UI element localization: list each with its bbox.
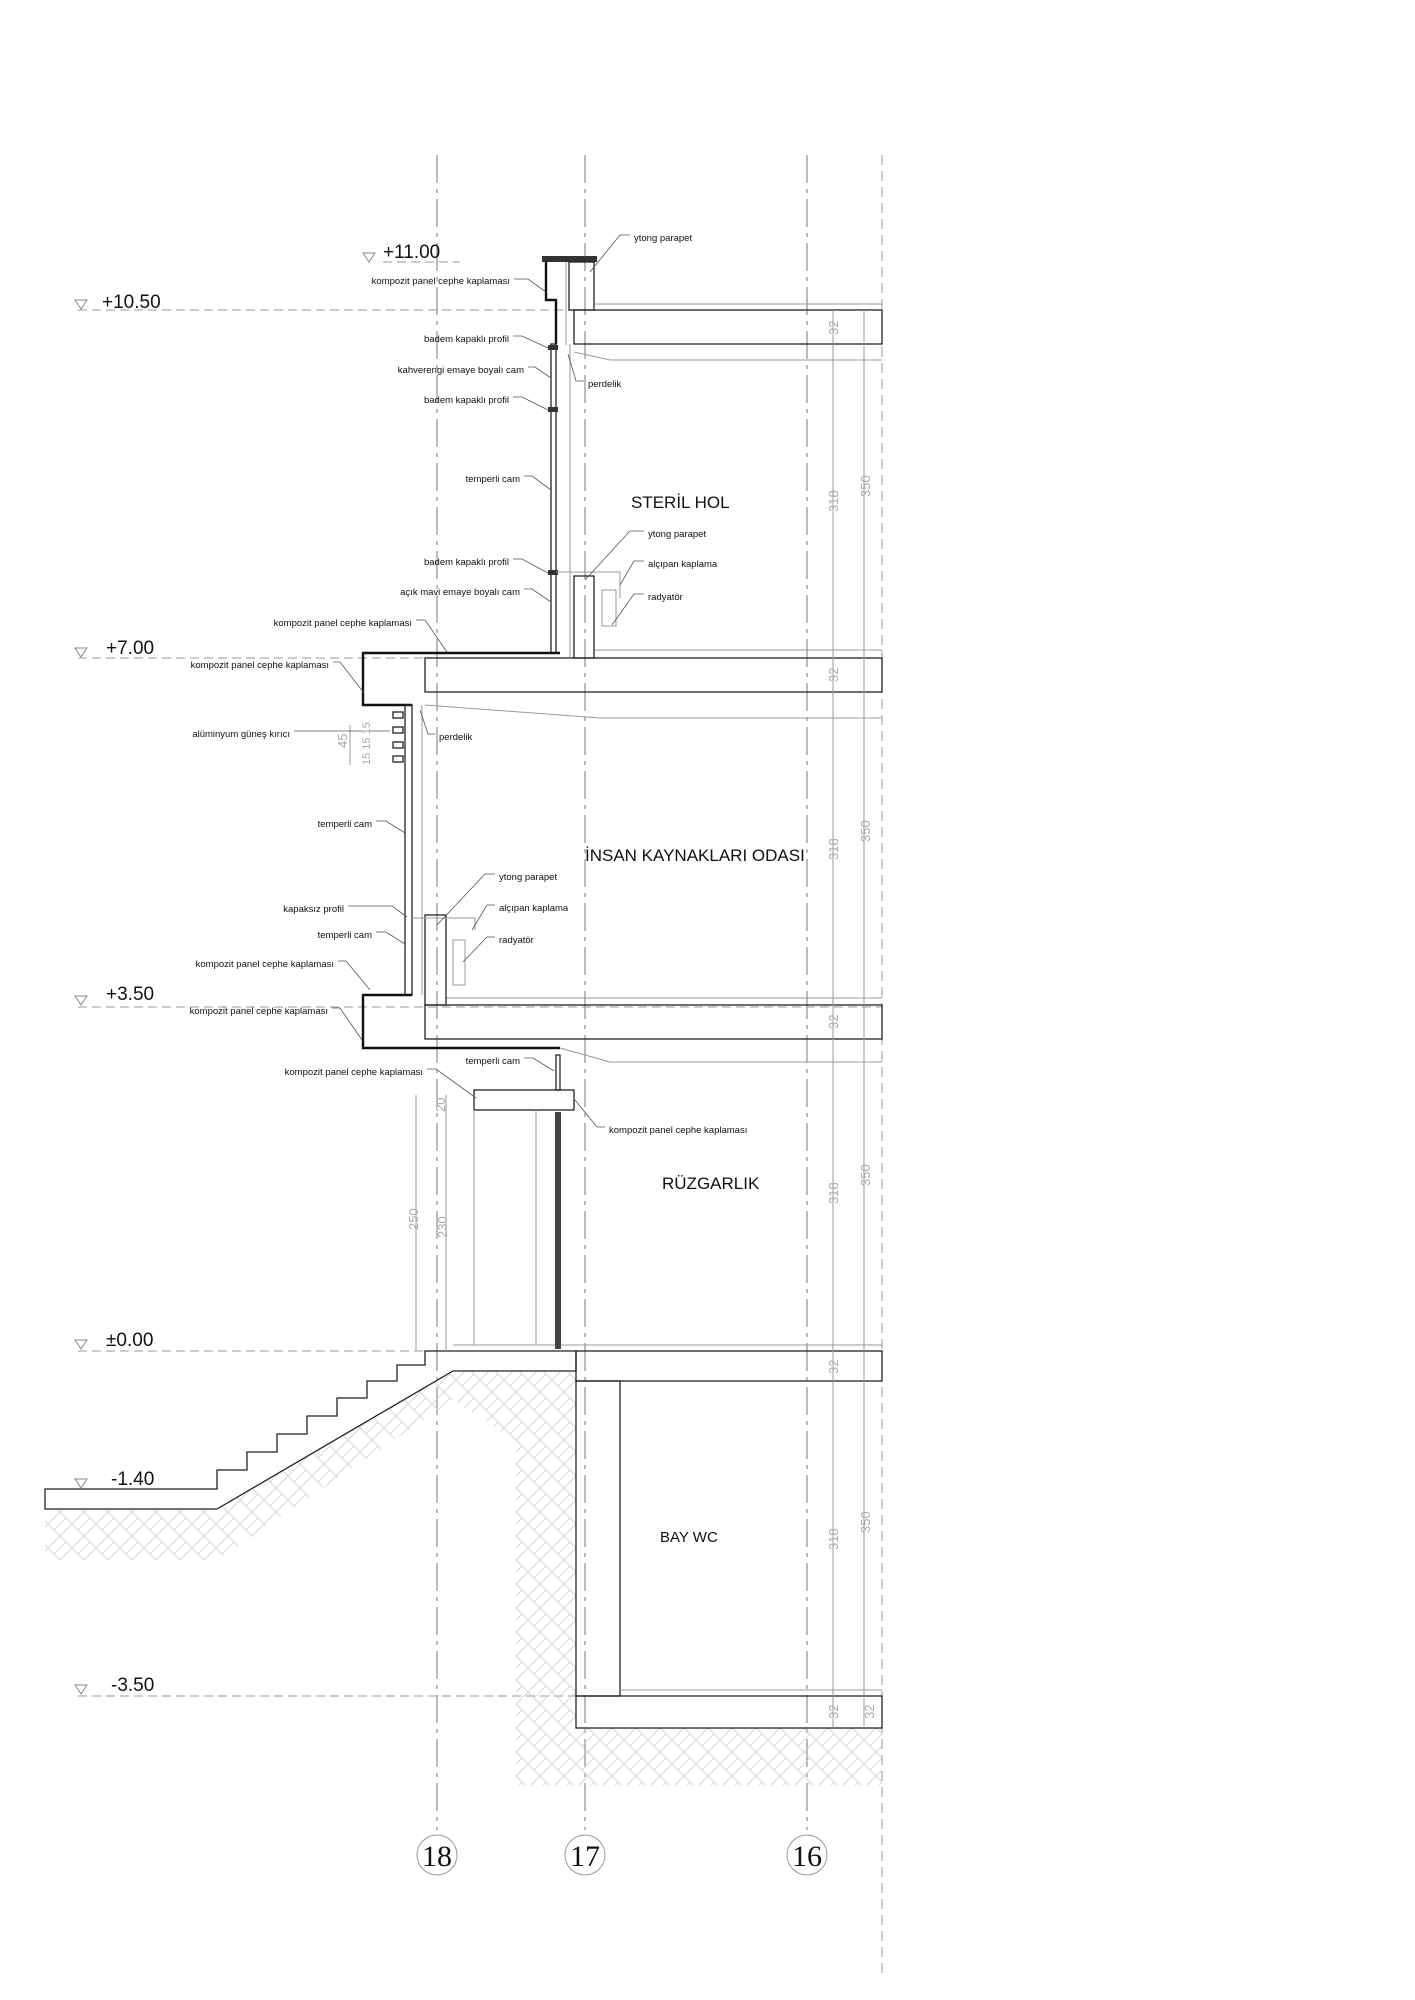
label-temperli-cam: temperli cam <box>318 930 372 941</box>
level-triangle-icon <box>74 299 88 310</box>
level-triangle-icon <box>74 1339 88 1350</box>
dim-canopy: 20 <box>433 1098 448 1112</box>
level-triangle-icon <box>74 1684 88 1695</box>
label-kahverengi-cam: kahverengi emaye boyalı cam <box>398 365 524 376</box>
dimension-texts: 32 32 32 32 32 32 318 350 318 350 318 35… <box>335 321 877 1719</box>
level-label-m140: -1.40 <box>111 1469 154 1490</box>
dim-slab: 32 <box>826 1015 841 1029</box>
dim-clear-height: 318 <box>826 1528 841 1550</box>
label-alcipan: alçıpan kaplama <box>499 903 569 914</box>
room-names: STERİL HOL İNSAN KAYNAKLARI ODASI RÜZGAR… <box>585 493 805 1546</box>
dim-floor-height: 350 <box>858 1511 873 1533</box>
label-badem-profil: badem kapaklı profil <box>424 395 509 406</box>
level-triangle-icon <box>362 252 376 263</box>
room-bay-wc: BAY WC <box>660 1529 718 1546</box>
room-insan-kaynaklari: İNSAN KAYNAKLARI ODASI <box>585 846 805 865</box>
grid-axis-lines <box>436 155 883 1975</box>
label-alcipan: alçıpan kaplama <box>648 559 718 570</box>
dim-breaker-spacing: 15 15 15 <box>361 722 373 765</box>
label-radyator: radyatör <box>499 935 534 946</box>
level-label-m350: -3.50 <box>111 1675 154 1696</box>
level-label-1050: +10.50 <box>102 292 161 313</box>
grid-axis-17: 17 <box>570 1840 600 1873</box>
label-kompozit-panel: kompozit panel cephe kaplaması <box>274 618 412 629</box>
level-triangle-icon <box>74 647 88 658</box>
upper-curtain-wall <box>548 343 621 659</box>
entrance-facade <box>473 1054 575 1349</box>
level-markers: +11.00 +10.50 +7.00 +3.50 ±0.00 -1.40 -3… <box>74 242 440 1696</box>
label-kompozit-panel: kompozit panel cephe kaplaması <box>191 660 329 671</box>
grid-axis-18: 18 <box>422 1840 452 1873</box>
dimension-lines <box>349 310 865 1728</box>
label-gunes-kirici: alüminyum güneş kırıcı <box>192 729 290 740</box>
floor-slabs <box>424 303 883 1729</box>
soil-hatch <box>45 1371 882 1785</box>
label-ytong-parapet: ytong parapet <box>499 872 557 883</box>
level-label-350: +3.50 <box>106 984 154 1005</box>
dim-clear-height: 318 <box>826 490 841 512</box>
room-ruzgarlik: RÜZGARLIK <box>662 1174 760 1193</box>
label-temperli-cam: temperli cam <box>466 474 520 485</box>
label-temperli-cam: temperli cam <box>466 1056 520 1067</box>
label-perdelik: perdelik <box>588 379 622 390</box>
room-steril-hol: STERİL HOL <box>631 493 730 512</box>
label-kompozit-panel: kompozit panel cephe kaplaması <box>285 1067 423 1078</box>
label-acik-mavi-cam: açık mavi emaye boyalı cam <box>400 587 520 598</box>
dim-slab: 32 <box>826 668 841 682</box>
label-kompozit-panel: kompozit panel cephe kaplaması <box>372 276 510 287</box>
exterior-stairs <box>44 1350 577 1510</box>
grid-bubbles: 18 17 16 <box>416 1834 828 1876</box>
label-kompozit-panel: kompozit panel cephe kaplaması <box>190 1006 328 1017</box>
label-kompozit-panel: kompozit panel cephe kaplaması <box>609 1125 747 1136</box>
label-radyator: radyatör <box>648 592 683 603</box>
dim-door-230: 230 <box>435 1216 450 1238</box>
dim-slab: 32 <box>826 321 841 335</box>
level-label-000: ±0.00 <box>106 1330 153 1351</box>
dim-floor-height: 350 <box>858 475 873 497</box>
label-kapaksiz-profil: kapaksız profil <box>283 904 344 915</box>
dim-floor-height: 350 <box>858 1164 873 1186</box>
level-label-1100: +11.00 <box>383 242 440 263</box>
dim-breaker-total: 45 <box>335 734 350 748</box>
grid-axis-16: 16 <box>792 1840 822 1873</box>
middle-facade <box>361 651 560 1050</box>
label-kompozit-panel: kompozit panel cephe kaplaması <box>196 959 334 970</box>
annotation-leaders <box>294 234 644 1128</box>
dim-slab: 32 <box>826 1360 841 1374</box>
dim-clear-height: 318 <box>826 1182 841 1204</box>
annotation-labels: ytong parapet kompozit panel cephe kapla… <box>190 233 748 1136</box>
dim-clear-height: 318 <box>826 838 841 860</box>
level-label-700: +7.00 <box>106 638 154 659</box>
dim-slab: 32 <box>826 1705 841 1719</box>
dim-slab: 32 <box>862 1705 877 1719</box>
label-badem-profil: badem kapaklı profil <box>424 557 509 568</box>
dim-floor-height: 350 <box>858 820 873 842</box>
label-badem-profil: badem kapaklı profil <box>424 334 509 345</box>
label-ytong-parapet: ytong parapet <box>648 529 706 540</box>
label-temperli-cam: temperli cam <box>318 819 372 830</box>
roof-parapet <box>542 256 597 345</box>
label-ytong-parapet: ytong parapet <box>634 233 692 244</box>
level-triangle-icon <box>74 1478 88 1489</box>
level-lines <box>78 261 882 1697</box>
dim-door-250: 250 <box>406 1208 421 1230</box>
label-perdelik: perdelik <box>439 732 473 743</box>
level-triangle-icon <box>74 995 88 1006</box>
